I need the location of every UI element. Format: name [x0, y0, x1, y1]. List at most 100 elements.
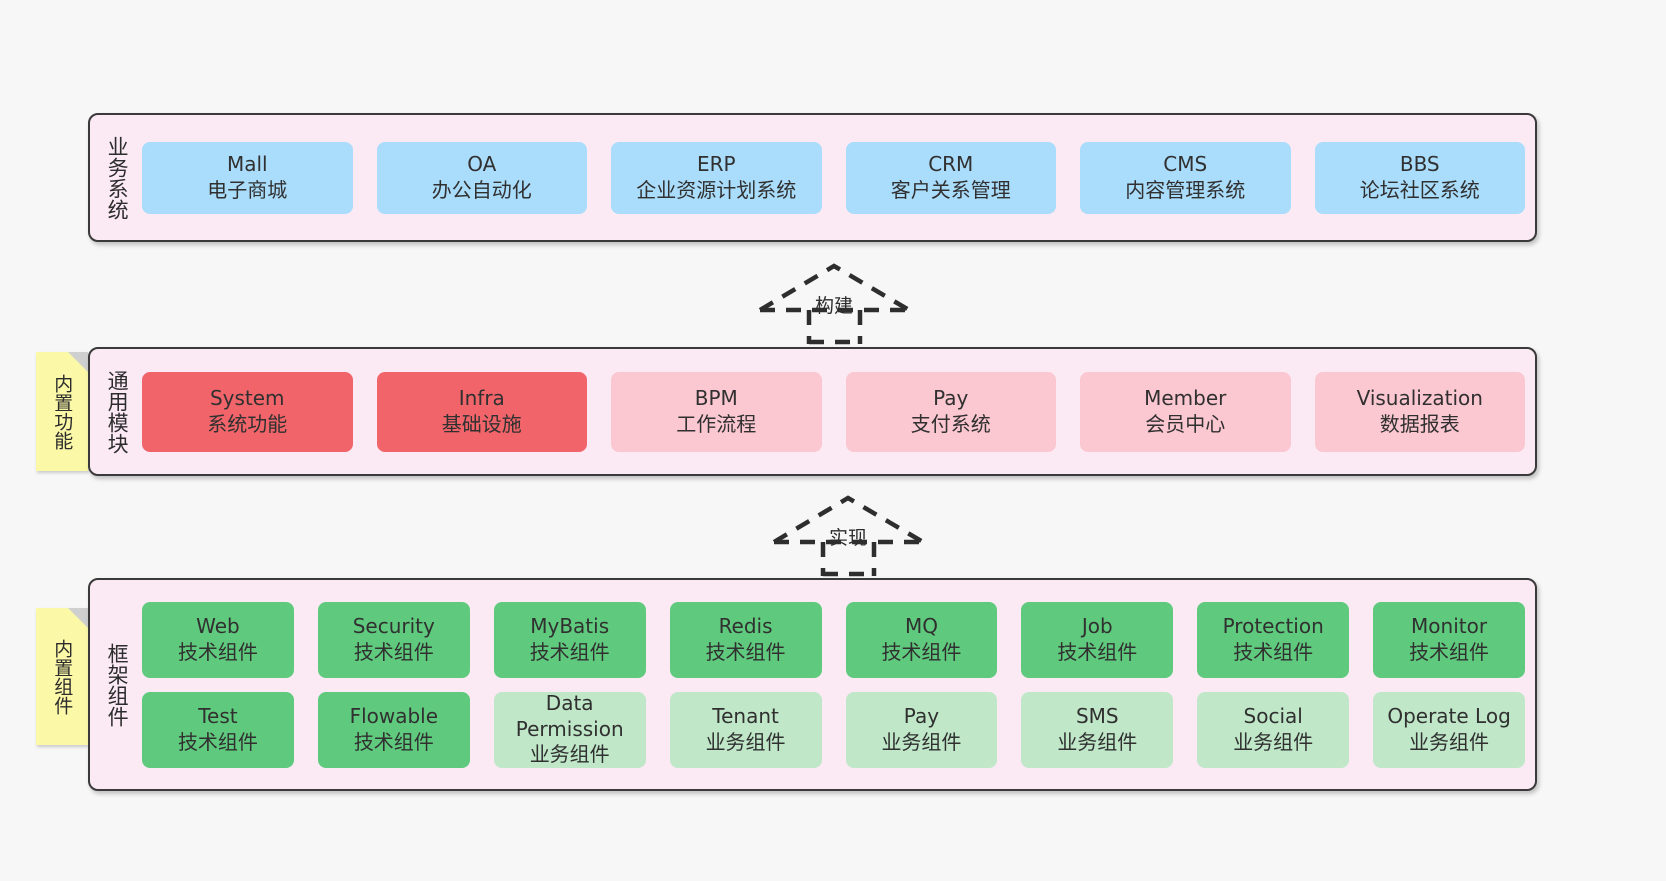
card-subtitle: 技术组件 [529, 639, 610, 664]
card-title: SMS [1075, 703, 1119, 728]
card-title: MQ [904, 613, 938, 638]
card-title: Pay [903, 703, 940, 728]
connector-implement: 实现 [766, 490, 931, 577]
card-subtitle: 支付系统 [910, 411, 991, 436]
card-subtitle: 工作流程 [676, 411, 757, 436]
card-title: System [209, 385, 285, 410]
card-title: Social [1243, 703, 1303, 728]
card-title: Test [198, 703, 238, 728]
card-subtitle: 业务组件 [1233, 729, 1314, 754]
card-title: Security [352, 613, 435, 638]
card-subtitle: 电子商城 [207, 177, 288, 202]
build-arrow-head [758, 263, 911, 312]
layer-modules-title: 通用模块 [105, 369, 130, 454]
card-subtitle: 技术组件 [353, 639, 434, 664]
card-subtitle: 技术组件 [1409, 639, 1490, 664]
card-subtitle: 企业资源计划系统 [636, 177, 797, 202]
card-subtitle: 技术组件 [1057, 639, 1138, 664]
connector-implement-label: 实现 [829, 527, 868, 549]
card-title: Operate Log [1387, 703, 1511, 728]
impl-arrow-head [772, 495, 925, 544]
card-title: Monitor [1411, 613, 1488, 638]
build-arrow-stem [806, 310, 863, 345]
card-subtitle: 客户关系管理 [890, 177, 1011, 202]
sticky-fold-icon [68, 608, 88, 628]
card-title: ERP [696, 151, 736, 176]
card-title: BBS [1399, 151, 1440, 176]
card-subtitle: 会员中心 [1145, 411, 1226, 436]
layer-framework-title: 框架组件 [105, 642, 130, 727]
card-title: CMS [1163, 151, 1208, 176]
card-subtitle: 内容管理系统 [1125, 177, 1246, 202]
sticky-note-builtin-components: 内置组件 [36, 608, 88, 745]
card-subtitle: 技术组件 [353, 729, 434, 754]
sticky-fold-icon [68, 352, 88, 372]
layer-business-title: 业务系统 [105, 135, 130, 220]
impl-arrow-stem [820, 542, 877, 577]
connector-build-label: 构建 [815, 295, 854, 317]
card-title: Data Permission [515, 691, 624, 741]
card-title: Infra [458, 385, 505, 410]
card-subtitle: 数据报表 [1379, 411, 1460, 436]
connector-build: 构建 [752, 258, 917, 345]
card-title: Protection [1222, 613, 1324, 638]
card-title: Visualization [1356, 385, 1483, 410]
card-title: OA [467, 151, 497, 176]
card-subtitle: 技术组件 [705, 639, 786, 664]
card-title: Flowable [349, 703, 439, 728]
card-subtitle: 技术组件 [1233, 639, 1314, 664]
sticky-note-builtin-features: 内置功能 [36, 352, 88, 471]
card-title: Tenant [712, 703, 779, 728]
card-subtitle: 业务组件 [1057, 729, 1138, 754]
card-subtitle: 业务组件 [881, 729, 962, 754]
card-title: Pay [933, 385, 969, 410]
card-subtitle: 系统功能 [207, 411, 288, 436]
card-title: Mall [226, 151, 268, 176]
card-subtitle: 技术组件 [177, 729, 258, 754]
card-subtitle: 办公自动化 [431, 177, 532, 202]
sticky-note-builtin-components-label: 内置组件 [51, 638, 74, 715]
card-title: BPM [694, 385, 738, 410]
card-subtitle: 技术组件 [177, 639, 258, 664]
card-subtitle: 基础设施 [441, 411, 522, 436]
card-title: CRM [928, 151, 974, 176]
